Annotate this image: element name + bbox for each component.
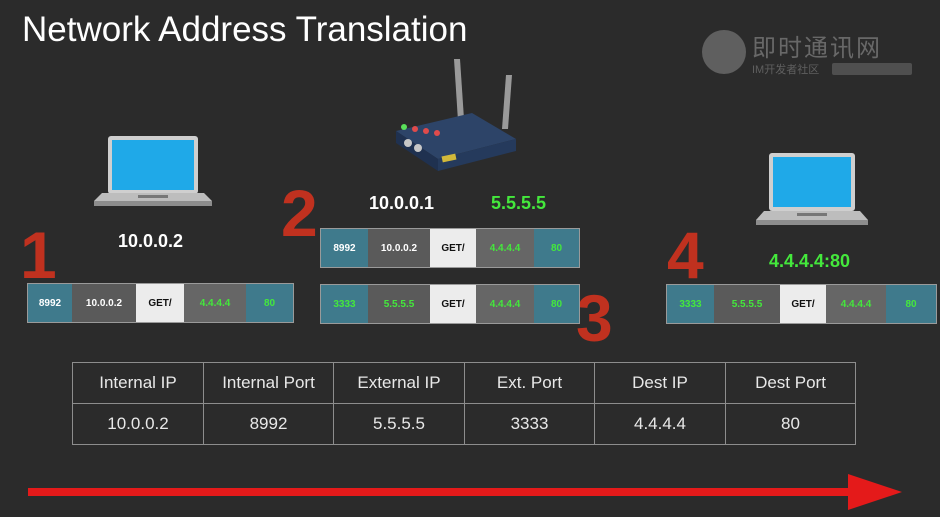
table-cell: 80 [725,403,856,445]
packet-dest-port: 80 [534,229,579,267]
packet-payload: GET/ [430,285,476,323]
watermark-logo-icon [702,30,746,74]
packet-dest-port: 80 [886,285,936,323]
table-cell: 4.4.4.4 [594,403,726,445]
table-row: 10.0.0.2 8992 5.5.5.5 3333 4.4.4.4 80 [72,403,856,445]
packet-dest-ip: 4.4.4.4 [476,285,534,323]
nat-table: Internal IP Internal Port External IP Ex… [72,362,856,445]
table-header: Ext. Port [464,362,595,404]
watermark: 即时通讯网 IM开发者社区 [702,26,917,82]
laptop-icon [94,136,212,206]
packet-src-ip: 10.0.0.2 [72,284,136,322]
step-number-3: 3 [576,281,613,355]
packet-dest-ip: 4.4.4.4 [184,284,246,322]
packet-dest-ip: 4.4.4.4 [476,229,534,267]
table-header: Internal Port [203,362,334,404]
laptop-icon [756,153,868,225]
table-cell: 8992 [203,403,334,445]
table-header: Dest IP [594,362,726,404]
packet-payload: GET/ [136,284,184,322]
table-cell: 10.0.0.2 [72,403,204,445]
left-laptop-ip: 10.0.0.2 [118,231,184,251]
router-icon [396,59,516,171]
packet-src-port: 3333 [667,285,714,323]
right-laptop-ip: 4.4.4.4:80 [769,251,851,271]
table-cell: 5.5.5.5 [333,403,465,445]
packet-step-1: 8992 10.0.0.2 GET/ 4.4.4.4 80 [27,283,294,323]
packet-dest-port: 80 [534,285,579,323]
step-number-1: 1 [20,218,57,292]
packet-step-3: 3333 5.5.5.5 GET/ 4.4.4.4 80 [320,284,580,324]
router-internal-ip: 10.0.0.1 [369,193,435,213]
packet-src-port: 8992 [28,284,72,322]
router-external-ip: 5.5.5.5 [491,193,547,213]
table-header-row: Internal IP Internal Port External IP Ex… [72,362,856,404]
watermark-bar [832,63,912,75]
step-number-2: 2 [281,176,318,250]
packet-dest-port: 80 [246,284,293,322]
watermark-subtext: IM开发者社区 [752,64,820,76]
packet-src-ip: 5.5.5.5 [368,285,430,323]
page-title: Network Address Translation [22,10,468,49]
packet-step-2: 8992 10.0.0.2 GET/ 4.4.4.4 80 [320,228,580,268]
packet-payload: GET/ [780,285,826,323]
packet-src-port: 3333 [321,285,368,323]
arrow-right-icon [28,474,902,510]
packet-src-ip: 5.5.5.5 [714,285,780,323]
table-header: Dest Port [725,362,856,404]
table-header: External IP [333,362,465,404]
packet-payload: GET/ [430,229,476,267]
watermark-text: 即时通讯网 [752,35,882,62]
packet-dest-ip: 4.4.4.4 [826,285,886,323]
step-number-4: 4 [667,218,704,292]
packet-src-ip: 10.0.0.2 [368,229,430,267]
table-header: Internal IP [72,362,204,404]
packet-step-4: 3333 5.5.5.5 GET/ 4.4.4.4 80 [666,284,937,324]
packet-src-port: 8992 [321,229,368,267]
table-cell: 3333 [464,403,595,445]
